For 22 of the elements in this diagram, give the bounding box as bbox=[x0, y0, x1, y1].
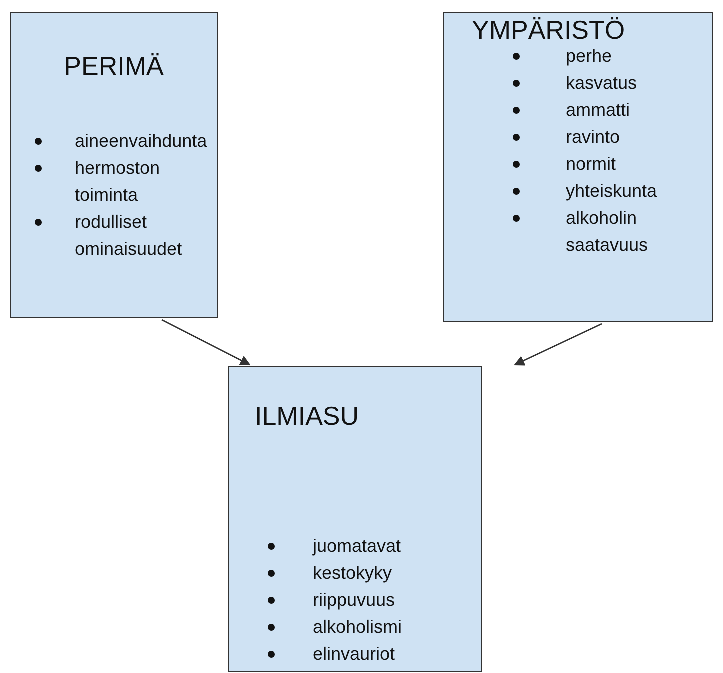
list-item: kasvatus bbox=[566, 73, 638, 93]
list-item: perhe bbox=[566, 46, 612, 66]
list-item: alkoholismi bbox=[313, 617, 402, 637]
list-item: juomatavat bbox=[313, 536, 402, 556]
list-item: aineenvaihdunta bbox=[75, 131, 208, 151]
list-item: ravinto bbox=[566, 127, 620, 147]
list-item: kestokyky bbox=[313, 563, 392, 583]
content-box bbox=[10, 12, 218, 318]
list-item: normit bbox=[566, 154, 616, 174]
list-item: ammatti bbox=[566, 100, 630, 120]
box-heading: ILMIASU bbox=[255, 401, 360, 432]
list-item: alkoholin saatavuus bbox=[566, 208, 648, 255]
arrow bbox=[514, 323, 602, 366]
list-item: yhteiskunta bbox=[566, 181, 658, 201]
arrow bbox=[162, 319, 251, 366]
list-item: rodulliset ominaisuudet bbox=[75, 212, 182, 259]
box-heading: YMPÄRISTÖ bbox=[472, 15, 626, 46]
list-item: elinvauriot bbox=[313, 644, 396, 664]
list-item: riippuvuus bbox=[313, 590, 396, 610]
content-box bbox=[443, 12, 713, 322]
box-heading: PERIMÄ bbox=[63, 51, 165, 82]
content-box bbox=[228, 366, 482, 672]
